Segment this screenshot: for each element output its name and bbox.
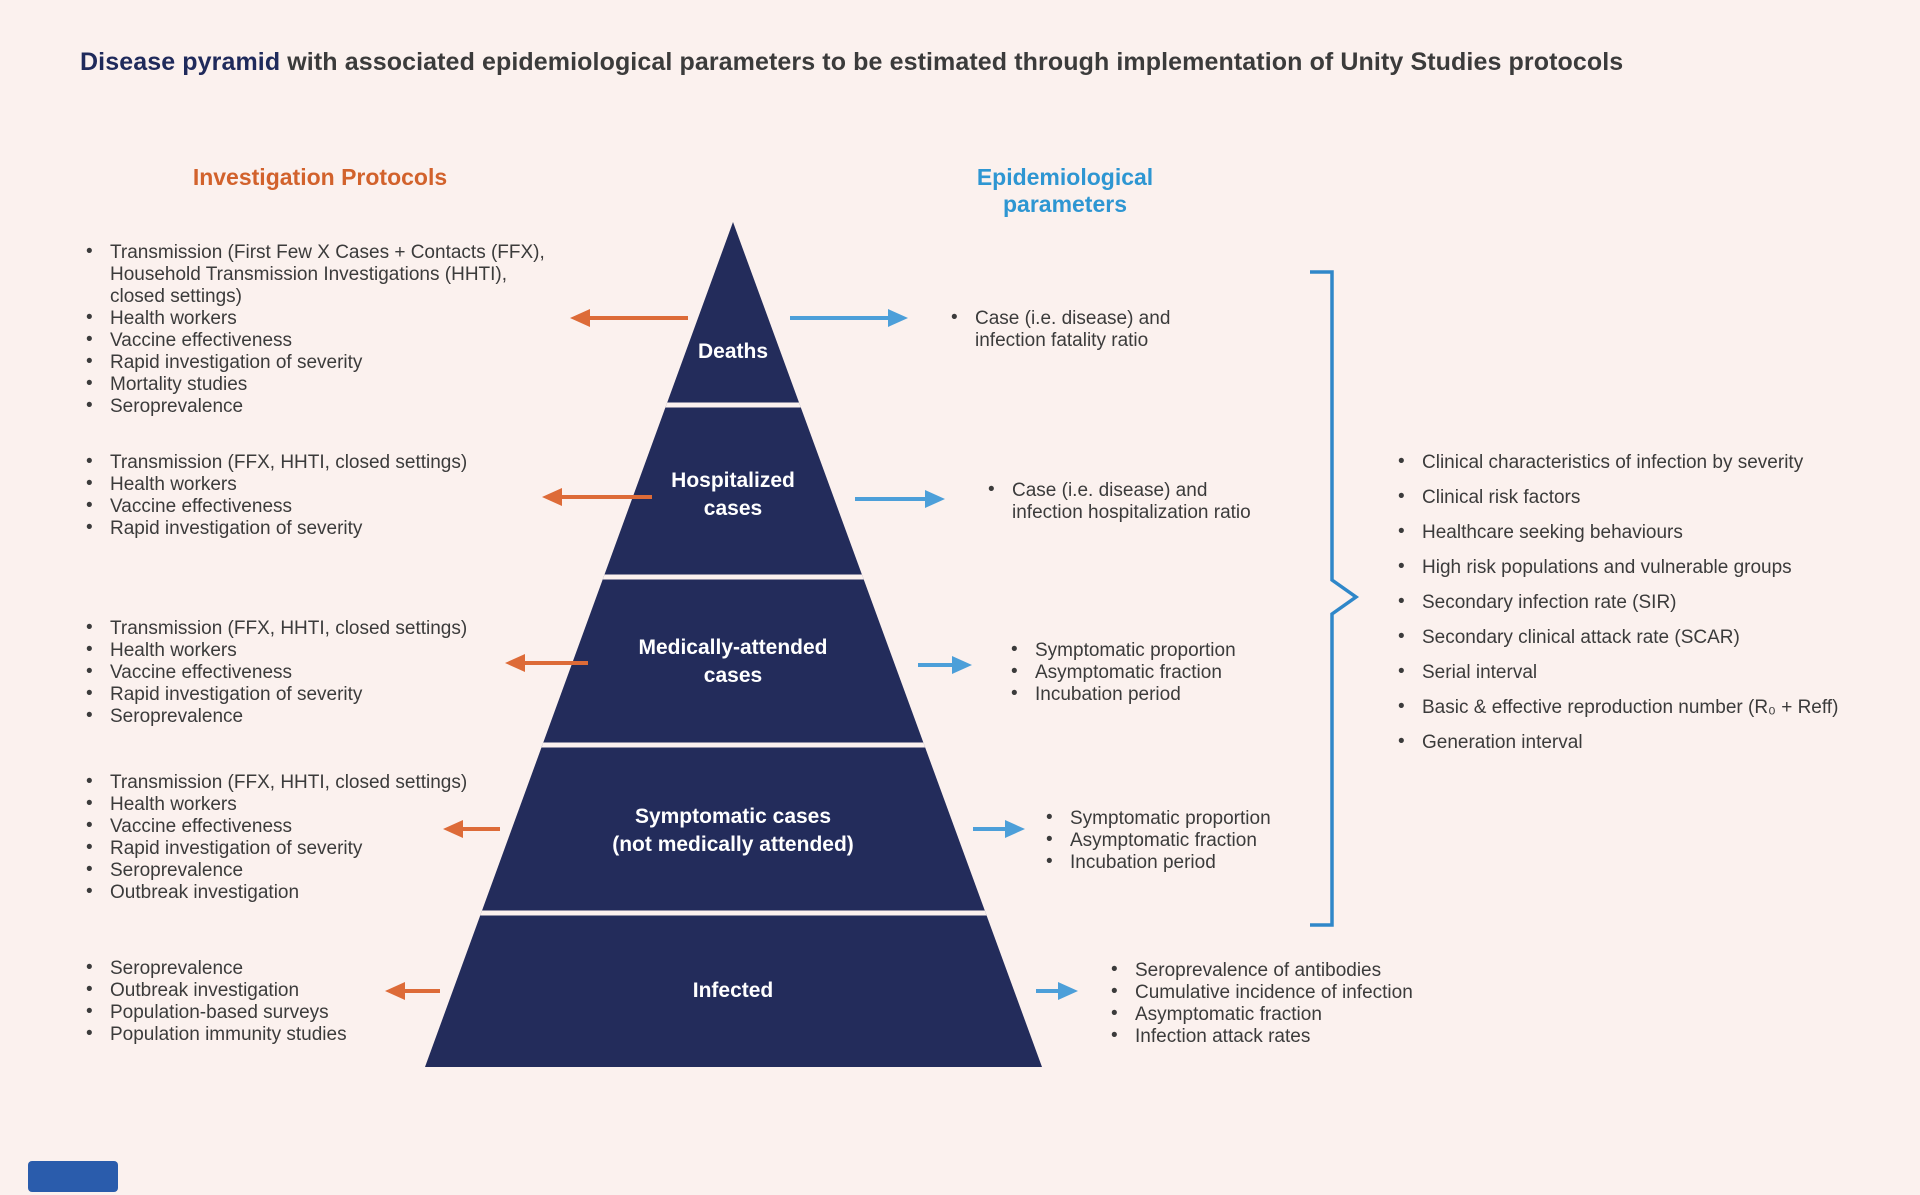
- list-item: Seroprevalence: [80, 859, 580, 882]
- list-item: Generation interval: [1392, 730, 1892, 755]
- list-item: Outbreak investigation: [80, 979, 580, 1002]
- list-item: Clinical characteristics of infection by…: [1392, 450, 1892, 475]
- list-item: Asymptomatic fraction: [1040, 829, 1360, 852]
- list-item: Incubation period: [1005, 683, 1325, 706]
- list-item: Symptomatic proportion: [1005, 639, 1325, 662]
- page-title: Disease pyramid with associated epidemio…: [80, 48, 1840, 77]
- list-item: Health workers: [80, 307, 580, 330]
- list-item: Infection attack rates: [1105, 1025, 1465, 1048]
- list-item: Basic & effective reproduction number (R…: [1392, 695, 1892, 720]
- grouped-parameters-list: Clinical characteristics of infection by…: [1392, 450, 1892, 766]
- epidemiological-parameters-header: Epidemiological parameters: [976, 164, 1154, 217]
- list-item: Seroprevalence of antibodies: [1105, 959, 1465, 982]
- pyramid-level-medically-attended: Medically-attended cases: [638, 636, 828, 687]
- parameters-deaths-list: Case (i.e. disease) and infection fatali…: [945, 307, 1245, 352]
- list-item: Secondary clinical attack rate (SCAR): [1392, 625, 1892, 650]
- list-item: Health workers: [80, 793, 580, 816]
- parameters-hospitalized-list: Case (i.e. disease) and infection hospit…: [982, 479, 1302, 524]
- list-item: Transmission (FFX, HHTI, closed settings…: [80, 451, 580, 474]
- list-item: Case (i.e. disease) and infection hospit…: [982, 479, 1302, 524]
- list-item: Vaccine effectiveness: [80, 495, 580, 518]
- list-item: Healthcare seeking behaviours: [1392, 520, 1892, 545]
- list-item: Serial interval: [1392, 660, 1892, 685]
- list-item: Rapid investigation of severity: [80, 837, 580, 860]
- list-item: Rapid investigation of severity: [80, 683, 580, 706]
- list-item: Mortality studies: [80, 373, 580, 396]
- list-item: Rapid investigation of severity: [80, 517, 580, 540]
- list-item: Incubation period: [1040, 851, 1360, 874]
- list-item: Vaccine effectiveness: [80, 329, 580, 352]
- list-item: Asymptomatic fraction: [1105, 1003, 1465, 1026]
- list-item: Vaccine effectiveness: [80, 661, 580, 684]
- investigation-protocols-header: Investigation Protocols: [192, 164, 448, 190]
- list-item: Population immunity studies: [80, 1023, 580, 1046]
- title-highlight: Disease pyramid: [80, 48, 281, 76]
- protocols-symptomatic-list: Transmission (FFX, HHTI, closed settings…: [80, 771, 580, 904]
- list-item: Transmission (FFX, HHTI, closed settings…: [80, 771, 580, 794]
- parameters-infected-list: Seroprevalence of antibodiesCumulative i…: [1105, 959, 1465, 1048]
- parameters-medically-attended-list: Symptomatic proportionAsymptomatic fract…: [1005, 639, 1325, 706]
- pyramid-level-symptomatic: Symptomatic cases (not medically attende…: [612, 805, 854, 856]
- protocols-hospitalized-list: Transmission (FFX, HHTI, closed settings…: [80, 451, 580, 540]
- title-rest: with associated epidemiological paramete…: [280, 48, 1624, 76]
- list-item: Transmission (FFX, HHTI, closed settings…: [80, 617, 580, 640]
- pyramid-level-deaths: Deaths: [697, 340, 769, 363]
- list-item: Transmission (First Few X Cases + Contac…: [80, 241, 580, 308]
- list-item: Case (i.e. disease) and infection fatali…: [945, 307, 1245, 352]
- protocols-infected-list: SeroprevalenceOutbreak investigationPopu…: [80, 957, 580, 1046]
- list-item: Population-based surveys: [80, 1001, 580, 1024]
- blue-arrow-icons: [790, 309, 1078, 1000]
- list-item: High risk populations and vulnerable gro…: [1392, 555, 1892, 580]
- protocols-medically-attended-list: Transmission (FFX, HHTI, closed settings…: [80, 617, 580, 728]
- list-item: Secondary infection rate (SIR): [1392, 590, 1892, 615]
- list-item: Asymptomatic fraction: [1005, 661, 1325, 684]
- footer-accent-bar: [28, 1161, 118, 1192]
- list-item: Cumulative incidence of infection: [1105, 981, 1465, 1004]
- list-item: Rapid investigation of severity: [80, 351, 580, 374]
- brace-icon: [1310, 270, 1360, 927]
- pyramid-level-infected: Infected: [692, 979, 774, 1002]
- list-item: Seroprevalence: [80, 705, 580, 728]
- protocols-deaths-list: Transmission (First Few X Cases + Contac…: [80, 241, 580, 418]
- list-item: Seroprevalence: [80, 395, 580, 418]
- parameters-symptomatic-list: Symptomatic proportionAsymptomatic fract…: [1040, 807, 1360, 874]
- list-item: Clinical risk factors: [1392, 485, 1892, 510]
- list-item: Symptomatic proportion: [1040, 807, 1360, 830]
- list-item: Vaccine effectiveness: [80, 815, 580, 838]
- pyramid-level-hospitalized: Hospitalized cases: [671, 469, 795, 520]
- list-item: Outbreak investigation: [80, 881, 580, 904]
- list-item: Health workers: [80, 639, 580, 662]
- list-item: Seroprevalence: [80, 957, 580, 980]
- list-item: Health workers: [80, 473, 580, 496]
